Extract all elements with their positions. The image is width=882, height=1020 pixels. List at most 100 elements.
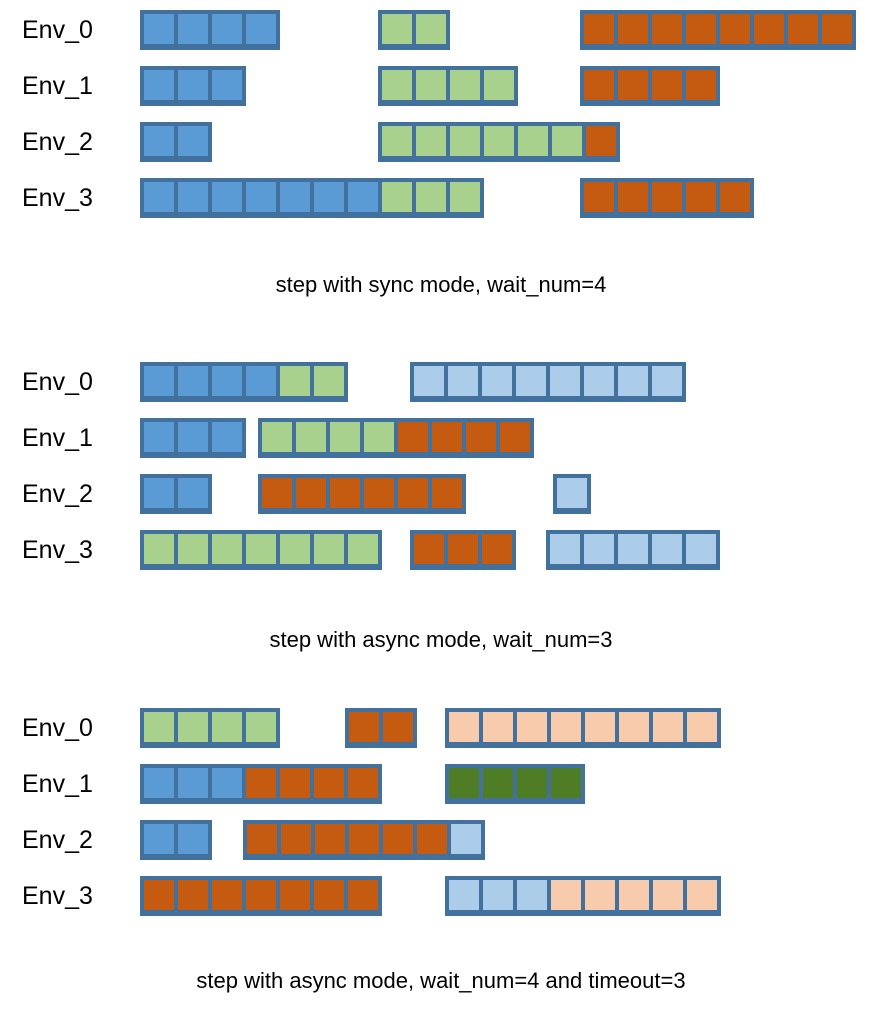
step-cell-light-blue	[584, 534, 614, 564]
step-cell-blue	[144, 478, 174, 508]
step-cell-green	[382, 14, 412, 44]
step-block	[140, 530, 382, 570]
step-cell-blue	[178, 422, 208, 452]
step-cell-orange	[686, 70, 716, 100]
step-block	[378, 10, 450, 50]
step-cell-green	[450, 126, 480, 156]
step-block	[410, 530, 516, 570]
step-block	[140, 876, 382, 916]
step-block	[580, 10, 856, 50]
env-row: Env_3	[0, 874, 882, 918]
step-cell-blue	[144, 422, 174, 452]
step-cell-orange	[686, 182, 716, 212]
step-cell-blue	[178, 366, 208, 396]
step-cell-green	[314, 366, 344, 396]
step-cell-green	[314, 534, 344, 564]
step-block	[345, 708, 417, 748]
step-block	[140, 66, 246, 106]
env-row-label: Env_3	[22, 536, 93, 564]
step-cell-orange	[348, 768, 378, 798]
step-cell-blue	[144, 768, 174, 798]
step-block	[445, 708, 721, 748]
step-cell-orange	[280, 880, 310, 910]
step-cell-green	[262, 422, 292, 452]
step-cell-orange	[618, 70, 648, 100]
step-cell-orange	[144, 880, 174, 910]
step-block	[140, 362, 348, 402]
step-cell-blue	[144, 126, 174, 156]
step-cell-dark-green	[449, 768, 479, 798]
step-cell-blue	[178, 126, 208, 156]
step-cell-orange	[720, 182, 750, 212]
step-cell-blue	[178, 768, 208, 798]
step-cell-green	[178, 712, 208, 742]
step-cell-blue	[144, 182, 174, 212]
step-cell-orange	[398, 422, 428, 452]
step-cell-orange	[822, 14, 852, 44]
step-cell-orange	[584, 14, 614, 44]
step-cell-blue	[246, 366, 276, 396]
panel-caption: step with sync mode, wait_num=4	[275, 272, 607, 297]
step-block	[140, 764, 382, 804]
step-cell-green	[382, 70, 412, 100]
step-cell-blue	[144, 14, 174, 44]
panel-caption: step with async mode, wait_num=4 and tim…	[196, 968, 686, 993]
env-row-label: Env_2	[22, 826, 93, 854]
step-cell-green	[246, 534, 276, 564]
env-row-label: Env_1	[22, 424, 93, 452]
step-cell-orange	[383, 712, 413, 742]
env-row-label: Env_0	[22, 16, 93, 44]
panel-caption: step with async mode, wait_num=3	[269, 627, 613, 652]
step-cell-green	[382, 182, 412, 212]
step-cell-orange	[246, 768, 276, 798]
step-cell-orange	[432, 422, 462, 452]
step-cell-orange	[482, 534, 512, 564]
step-block	[243, 820, 485, 860]
step-cell-peach	[551, 712, 581, 742]
step-cell-peach	[653, 880, 683, 910]
step-block	[580, 66, 720, 106]
step-cell-green	[484, 126, 514, 156]
step-cell-orange	[348, 880, 378, 910]
step-cell-blue	[212, 70, 242, 100]
step-cell-green	[552, 126, 582, 156]
step-cell-light-blue	[451, 824, 481, 854]
step-block	[445, 764, 585, 804]
env-row-label: Env_1	[22, 770, 93, 798]
step-block	[140, 474, 212, 514]
step-cell-blue	[178, 824, 208, 854]
step-cell-green	[330, 422, 360, 452]
step-cell-orange	[466, 422, 496, 452]
step-cell-blue	[314, 182, 344, 212]
env-row: Env_0	[0, 360, 882, 404]
step-cell-dark-green	[517, 768, 547, 798]
step-cell-orange	[754, 14, 784, 44]
step-cell-blue	[178, 182, 208, 212]
step-cell-dark-green	[551, 768, 581, 798]
step-cell-orange	[281, 824, 311, 854]
env-row: Env_2	[0, 120, 882, 164]
step-block	[553, 474, 591, 514]
env-row-label: Env_3	[22, 184, 93, 212]
step-cell-orange	[618, 14, 648, 44]
step-cell-peach	[585, 880, 615, 910]
step-block	[140, 820, 212, 860]
step-cell-green	[450, 182, 480, 212]
env-row: Env_3	[0, 528, 882, 572]
step-cell-blue	[178, 70, 208, 100]
step-cell-light-blue	[517, 880, 547, 910]
step-cell-peach	[653, 712, 683, 742]
env-row: Env_2	[0, 818, 882, 862]
step-cell-green	[212, 534, 242, 564]
step-block	[140, 10, 280, 50]
step-cell-dark-green	[483, 768, 513, 798]
step-cell-peach	[551, 880, 581, 910]
step-cell-green	[416, 70, 446, 100]
step-cell-light-blue	[557, 478, 587, 508]
step-cell-orange	[246, 880, 276, 910]
env-row-label: Env_3	[22, 882, 93, 910]
step-cell-green	[518, 126, 548, 156]
step-cell-light-blue	[482, 366, 512, 396]
step-cell-orange	[618, 182, 648, 212]
